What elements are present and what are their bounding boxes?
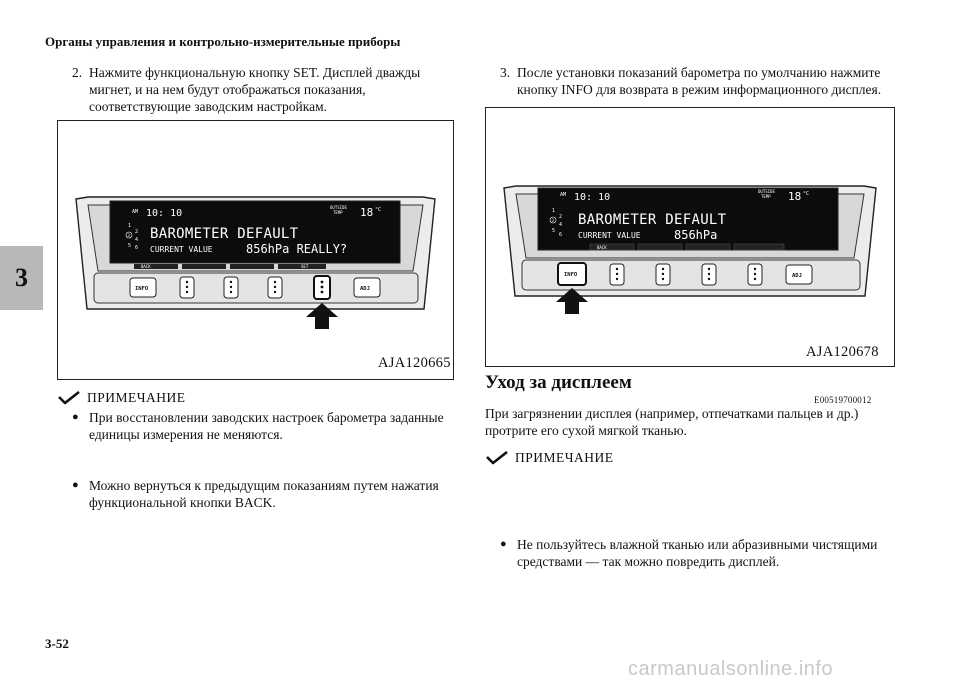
softkey-bar-1	[589, 243, 635, 251]
step-3: 3. После установки показаний барометра по…	[500, 64, 900, 98]
bullet-icon: ●	[72, 479, 79, 491]
info-button[interactable]	[557, 262, 587, 286]
up-arrow-icon	[306, 303, 338, 329]
lcd-line-2-value: 856hPa	[674, 228, 717, 242]
adj-button-label: ADJ	[792, 273, 802, 279]
softkey-bar-2	[637, 243, 683, 251]
softkey-set-label: SET	[301, 264, 309, 269]
gear-2: 2	[559, 214, 562, 220]
note-line: Не пользуйтесь влажной тканью или абрази…	[517, 537, 878, 552]
gear-3: 3	[128, 233, 131, 238]
step-number: 3.	[500, 65, 511, 80]
temp-label: TEMP	[333, 210, 343, 215]
gear-3-circle	[549, 216, 557, 224]
step-2: 2. Нажмите функциональную кнопку SET. Дис…	[72, 64, 452, 115]
note-item: ● Не пользуйтесь влажной тканью или абра…	[497, 536, 917, 570]
gear-1: 1	[552, 208, 555, 214]
display-panel-illustration: AM 10: 10 OUTSIDE TEMP 18 °C 1 2 3 4 5 6…	[75, 196, 436, 329]
softkey-bar-3	[685, 243, 731, 251]
outside-label: OUTSIDE	[330, 205, 347, 210]
lcd-line-2-label: CURRENT VALUE	[578, 231, 641, 240]
step-line: соответствующие заводским настройкам.	[89, 99, 327, 114]
bullet-icon: ●	[72, 411, 79, 423]
lcd-screen	[109, 200, 401, 264]
softkey-bar-1	[134, 264, 178, 269]
softkey-bar-4	[733, 243, 785, 251]
note-heading: ПРИМЕЧАНИЕ	[57, 390, 186, 406]
section-paragraph: При загрязнении дисплея (например, отпеч…	[485, 405, 895, 439]
gear-4: 4	[135, 237, 138, 243]
section-code: E00519700012	[814, 395, 872, 405]
step-line: мигнет, и на нем будут отображаться пока…	[89, 82, 366, 97]
gear-4: 4	[559, 222, 562, 228]
step-line: После установки показаний барометра по у…	[517, 65, 881, 80]
figure-aja120678: AM 10: 10 OUTSIDE TEMP 18 °C 1 2 3 4 5 6…	[485, 107, 895, 367]
display-panel-illustration: AM 10: 10 OUTSIDE TEMP 18 °C 1 2 3 4 5 6…	[503, 185, 877, 314]
clock-display: 10: 10	[146, 208, 182, 219]
adj-button-label: ADJ	[360, 286, 370, 292]
note-heading-label: ПРИМЕЧАНИЕ	[87, 390, 186, 405]
outside-label: OUTSIDE	[758, 189, 775, 194]
button-panel	[521, 259, 861, 291]
softkey-bar-2	[182, 264, 226, 269]
gear-6: 6	[135, 245, 138, 251]
temp-value: 18	[788, 190, 801, 203]
watermark: carmanualsonline.info	[628, 658, 834, 680]
temp-unit: °C	[375, 207, 381, 213]
info-button-label: INFO	[135, 286, 149, 292]
note-line: единицы измерения не меняются.	[89, 427, 283, 442]
info-button-label: INFO	[564, 272, 578, 278]
chapter-tab: 3	[0, 246, 43, 310]
lcd-line-1: BAROMETER DEFAULT	[150, 226, 299, 242]
softkey-bar-4	[278, 264, 326, 269]
gear-3-circle	[125, 231, 133, 239]
softkey-back-label: BACK	[141, 264, 151, 269]
gear-1: 1	[128, 223, 131, 229]
figure-code: AJA120678	[806, 344, 879, 360]
softkey-back-label: BACK	[597, 245, 607, 250]
info-button[interactable]	[129, 277, 157, 298]
lcd-line-2-label: CURRENT VALUE	[150, 245, 213, 254]
note-item: ● При восстановлении заводских настроек …	[69, 409, 479, 443]
gear-5: 5	[552, 228, 555, 234]
step-line: кнопку INFO для возврата в режим информа…	[517, 82, 882, 97]
step-line: Нажмите функциональную кнопку SET. Диспл…	[89, 65, 421, 80]
figure-aja120665: AM 10: 10 OUTSIDE TEMP 18 °C 1 2 3 4 5 6…	[57, 120, 454, 380]
note-item: ● Можно вернуться к предыдущим показания…	[69, 477, 479, 511]
paragraph-line: протрите его сухой мягкой тканью.	[485, 423, 687, 438]
lcd-line-2-value: 856hPa REALLY?	[246, 242, 347, 256]
clock-display: 10: 10	[574, 192, 610, 203]
note-line: средствами — так можно повредить дисплей…	[517, 554, 780, 569]
bullet-icon: ●	[500, 538, 507, 550]
gear-5: 5	[128, 243, 131, 249]
up-arrow-icon	[556, 288, 588, 314]
temp-label: TEMP	[761, 194, 771, 199]
running-head: Органы управления и контрольно-измерител…	[45, 34, 401, 49]
note-line: функциональной кнопки BACK.	[89, 495, 276, 510]
temp-unit: °C	[803, 191, 809, 197]
note-line: При восстановлении заводских настроек ба…	[89, 410, 444, 425]
page-number: 3-52	[45, 636, 69, 651]
section-title: Уход за дисплеем	[485, 372, 632, 393]
checkmark-icon	[486, 451, 508, 465]
am-indicator: AM	[132, 209, 138, 215]
temp-value: 18	[360, 206, 373, 219]
figure-code: AJA120665	[378, 355, 451, 371]
gear-3: 3	[552, 218, 555, 223]
note-line: Можно вернуться к предыдущим показаниям …	[89, 478, 439, 493]
lcd-screen	[537, 187, 839, 251]
lcd-line-1: BAROMETER DEFAULT	[578, 212, 727, 228]
adj-button[interactable]	[353, 277, 381, 298]
adj-button[interactable]	[785, 264, 813, 285]
step-number: 2.	[72, 65, 83, 80]
checkmark-icon	[58, 391, 80, 405]
button-panel	[93, 272, 419, 304]
am-indicator: AM	[560, 192, 566, 198]
gear-6: 6	[559, 232, 562, 238]
paragraph-line: При загрязнении дисплея (например, отпеч…	[485, 406, 859, 421]
note-heading: ПРИМЕЧАНИЕ	[485, 450, 614, 466]
softkey-bar-3	[230, 264, 274, 269]
gear-2: 2	[135, 229, 138, 235]
note-heading-label: ПРИМЕЧАНИЕ	[515, 450, 614, 465]
